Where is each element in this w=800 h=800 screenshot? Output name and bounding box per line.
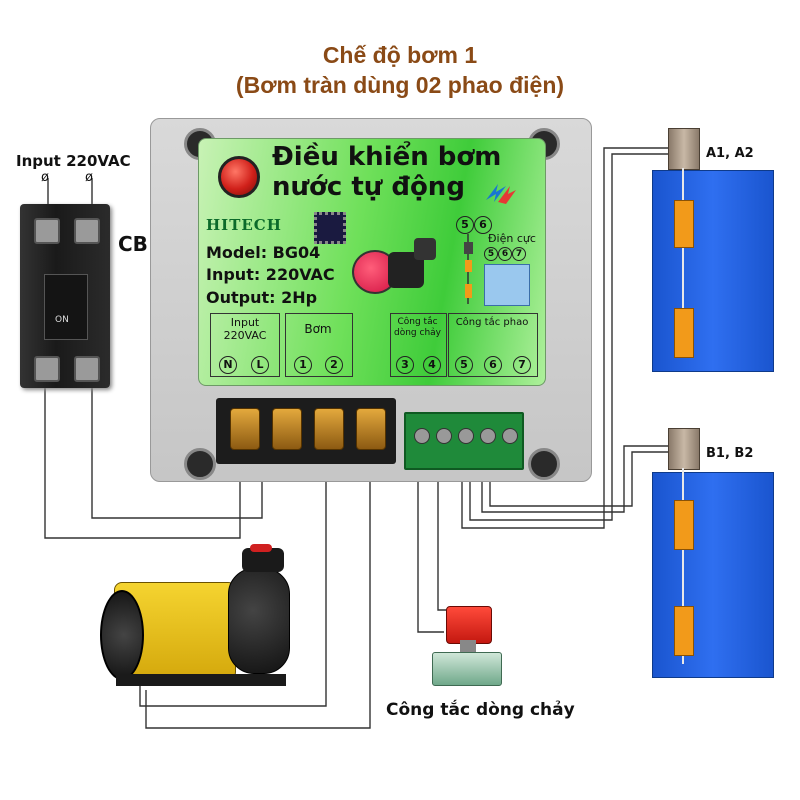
tank-b-sensor-head-icon bbox=[668, 428, 700, 470]
box-float-title: Công tắc phao bbox=[455, 317, 529, 328]
terminal-l: L bbox=[251, 356, 269, 374]
breaker-screw-l-icon bbox=[74, 218, 100, 244]
tank-a-probe-rod bbox=[682, 168, 684, 358]
diagram-subtitle: (Bơm tràn dùng 02 phao điện) bbox=[235, 72, 565, 98]
panel-heading-line2: nước tự động bbox=[272, 172, 465, 202]
pump-base bbox=[116, 674, 286, 686]
water-pump-icon bbox=[96, 544, 316, 698]
wire-pump-2 bbox=[145, 462, 371, 729]
breaker-switch-text: ON bbox=[55, 315, 69, 325]
pump-housing bbox=[228, 568, 290, 674]
chip-icon bbox=[314, 212, 346, 244]
tank-a-label: A1, A2 bbox=[706, 146, 754, 161]
box-flow-title: Công tắc dòng chảy bbox=[394, 317, 441, 338]
terminal-symbol-n: ø bbox=[41, 170, 49, 185]
signal-terminal-block bbox=[404, 412, 524, 470]
terminal-2: 2 bbox=[325, 356, 343, 374]
tank-b-probe-rod bbox=[682, 468, 684, 664]
probe-term-7: 7 bbox=[512, 247, 526, 261]
wire-breaker-l bbox=[91, 388, 263, 519]
tank-a bbox=[652, 170, 774, 372]
wire-flow-4 bbox=[437, 462, 452, 611]
box-flow-switch bbox=[390, 313, 447, 377]
lightning-logo-icon bbox=[486, 184, 516, 204]
tank-b bbox=[652, 472, 774, 678]
tank-a-float-upper-icon bbox=[674, 200, 694, 248]
probe-term-5: 5 bbox=[484, 247, 498, 261]
probe-label: Điện cực bbox=[488, 232, 536, 245]
wire-pump-1 bbox=[139, 462, 327, 707]
brand-text: HITECH bbox=[206, 216, 282, 234]
terminal-1: 1 bbox=[294, 356, 312, 374]
flow-switch-body bbox=[432, 652, 502, 686]
breaker-screw-bottom-l-icon bbox=[74, 356, 100, 382]
mini-tank-icon bbox=[484, 264, 530, 306]
box-input bbox=[210, 313, 280, 377]
input-power-label: Input 220VAC bbox=[16, 152, 131, 170]
flow-switch-stem bbox=[460, 640, 476, 654]
box-float-switch bbox=[448, 313, 538, 377]
mount-hole-bl-icon bbox=[184, 448, 216, 480]
model-text: Model: BG04 bbox=[206, 243, 321, 262]
diagram-title: Chế độ bơm 1 bbox=[322, 42, 478, 68]
mini-probe-icon bbox=[464, 234, 473, 304]
tank-a-sensor-head-icon bbox=[668, 128, 700, 170]
wire-float-a-2 bbox=[469, 153, 668, 521]
terminal-symbol-l: ø bbox=[85, 170, 93, 185]
circuit-breaker: ON bbox=[20, 204, 110, 388]
indicator-light-icon bbox=[218, 156, 260, 198]
tank-b-float-upper-icon bbox=[674, 500, 694, 550]
probe-term-6: 6 bbox=[498, 247, 512, 261]
box-pump bbox=[285, 313, 353, 377]
panel-pump-icon bbox=[352, 238, 444, 296]
input-spec-text: Input: 220VAC bbox=[206, 265, 335, 284]
tank-b-float-lower-icon bbox=[674, 606, 694, 656]
wire-float-b-2 bbox=[489, 451, 668, 507]
breaker-label: CB bbox=[118, 232, 148, 256]
wire-flow-3 bbox=[417, 462, 444, 633]
terminal-6: 6 bbox=[484, 356, 502, 374]
terminal-4: 4 bbox=[423, 356, 441, 374]
pump-outlet bbox=[242, 548, 284, 572]
wire-float-b-1 bbox=[481, 445, 668, 513]
wire-float-a-1 bbox=[461, 147, 668, 529]
flow-switch-label: Công tắc dòng chảy bbox=[386, 700, 575, 720]
box-pump-title: Bơm bbox=[304, 322, 332, 336]
wire-breaker-n bbox=[44, 388, 241, 539]
terminal-7: 7 bbox=[513, 356, 531, 374]
flow-switch-cap bbox=[446, 606, 492, 644]
probe-top-term-6: 6 bbox=[474, 216, 492, 234]
breaker-screw-n-icon bbox=[34, 218, 60, 244]
power-terminal-block bbox=[216, 398, 396, 464]
probe-top-term-5: 5 bbox=[456, 216, 474, 234]
flow-switch-icon bbox=[428, 606, 504, 690]
tank-b-label: B1, B2 bbox=[706, 446, 754, 461]
output-spec-text: Output: 2Hp bbox=[206, 288, 318, 307]
breaker-handle: ON bbox=[44, 274, 88, 340]
box-input-title: Input 220VAC bbox=[223, 316, 267, 342]
terminal-5: 5 bbox=[455, 356, 473, 374]
mount-hole-br-icon bbox=[528, 448, 560, 480]
terminal-n: N bbox=[219, 356, 237, 374]
terminal-3: 3 bbox=[396, 356, 414, 374]
tank-a-float-lower-icon bbox=[674, 308, 694, 358]
pump-motor-endcap bbox=[100, 590, 144, 680]
pump-outlet-cap bbox=[250, 544, 272, 552]
breaker-screw-bottom-n-icon bbox=[34, 356, 60, 382]
panel-heading-line1: Điều khiển bơm bbox=[272, 142, 502, 172]
